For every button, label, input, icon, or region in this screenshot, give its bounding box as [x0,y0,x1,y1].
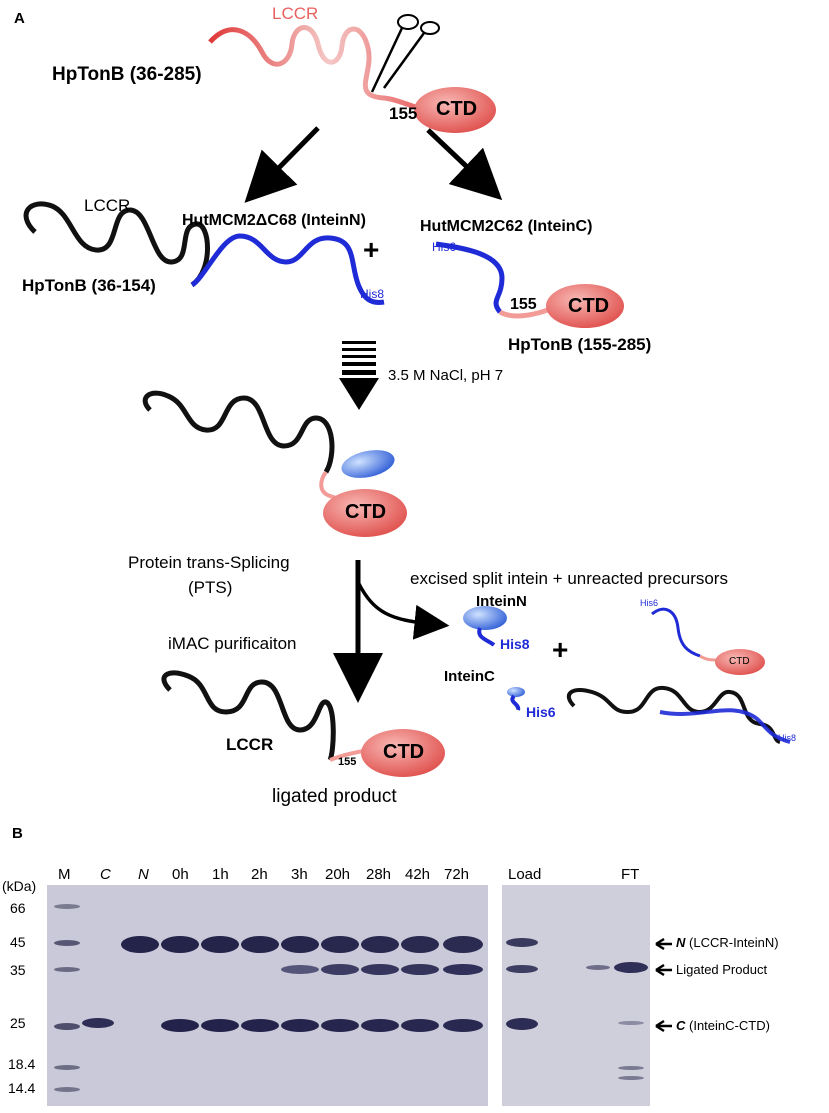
byproduct-his6: His6 [526,704,556,720]
panel-a-label: A [14,10,25,27]
panel-b-label: B [12,825,23,842]
byproduct-intein-c: InteinC [444,668,495,685]
small-ctd-label: CTD [729,656,750,667]
ctd-label-top: CTD [436,98,478,120]
lane-ft: FT [621,866,640,883]
ctd-label-complex: CTD [345,501,387,523]
annotation-n-key: N [676,935,686,950]
sds-page-gel [47,885,488,1106]
lccr-label-product: LCCR [226,735,274,754]
annotation-c-key: C [676,1018,686,1033]
marker-35: 35 [10,962,26,978]
c-range-label: HpTonB (155-285) [508,335,652,354]
kda-unit-label: (kDa) [2,878,37,894]
intein-n-label: HutMCM2ΔC68 (InteinN) [182,212,366,229]
intein-c-blob [507,687,525,697]
intein-complex [341,450,395,478]
lane-0h: 0h [172,866,189,883]
lane-n: N [138,866,149,883]
n-fragment-black [23,201,210,288]
scissors-icon [370,14,440,93]
purification-gel [502,885,650,1106]
lccr-label-n: LCCR [84,196,131,215]
his8-tag-label: His8 [360,287,385,301]
n-range-label: HpTonB (36-154) [22,276,156,295]
lccr-chain-top [208,25,426,113]
lane-42h: 42h [405,866,431,883]
small-c-precursor [651,607,701,658]
byproduct-his8: His8 [500,636,530,652]
small-his6-label: His6 [640,598,659,608]
excised-label: excised split intein + unreacted precurs… [410,569,728,588]
byproduct-plus: + [552,634,569,665]
plus-sign: + [363,234,380,265]
annotation-n-text: (LCCR-InteinN) [689,935,779,950]
marker-14-4: 14.4 [8,1080,36,1096]
complex-chain [142,390,335,474]
site-155-product: 155 [338,756,357,768]
site-155-label: 155 [389,104,418,123]
ctd-blob-small [715,649,765,675]
ctd-blob-complex [323,489,407,537]
ctd-blob-product [361,729,445,777]
ctd-label-product: CTD [383,741,425,763]
site-155-c: 155 [510,296,537,313]
c-fragment-intein [435,241,505,314]
small-n-precursor [566,685,781,744]
byproduct-intein-n: InteinN [476,593,527,610]
annotation-n: N (LCCR-InteinN) [676,935,779,950]
lane-m: M [58,866,71,883]
intein-n-blob [463,606,507,630]
lane-2h: 2h [251,866,268,883]
condition-label: 3.5 M NaCl, pH 7 [388,367,504,384]
lane-3h: 3h [291,866,308,883]
lane-c: C [100,866,111,883]
lane-1h: 1h [212,866,229,883]
small-his8-label: His8 [778,733,797,743]
marker-25: 25 [10,1015,26,1031]
lane-load: Load [508,866,542,883]
annotation-c: C (InteinC-CTD) [676,1018,770,1033]
marker-18-4: 18.4 [8,1056,36,1072]
ligated-chain [161,670,336,762]
pts-abbrev-label: (PTS) [188,578,233,597]
intein-c-label: HutMCM2C62 (InteinC) [420,218,593,235]
ctd-blob-top [414,87,496,133]
ctd-blob-c [546,284,624,328]
lane-28h: 28h [366,866,392,883]
imac-label: iMAC purificaiton [168,634,297,653]
marker-66: 66 [10,900,26,916]
marker-45: 45 [10,934,26,950]
lane-20h: 20h [325,866,351,883]
ctd-label-c: CTD [568,295,610,317]
annotation-c-text: (InteinC-CTD) [689,1018,770,1033]
dashed-arrow [339,341,379,410]
n-fragment-intein [190,233,385,305]
annotation-ligated: Ligated Product [676,962,768,977]
pts-label: Protein trans-Splicing [128,553,290,572]
his6-tag-label: His6 [432,240,457,254]
ligated-product-caption: ligated product [272,786,397,807]
lccr-label-top: LCCR [272,4,319,23]
full-protein-label: HpTonB (36-285) [52,64,202,85]
lane-72h: 72h [444,866,470,883]
